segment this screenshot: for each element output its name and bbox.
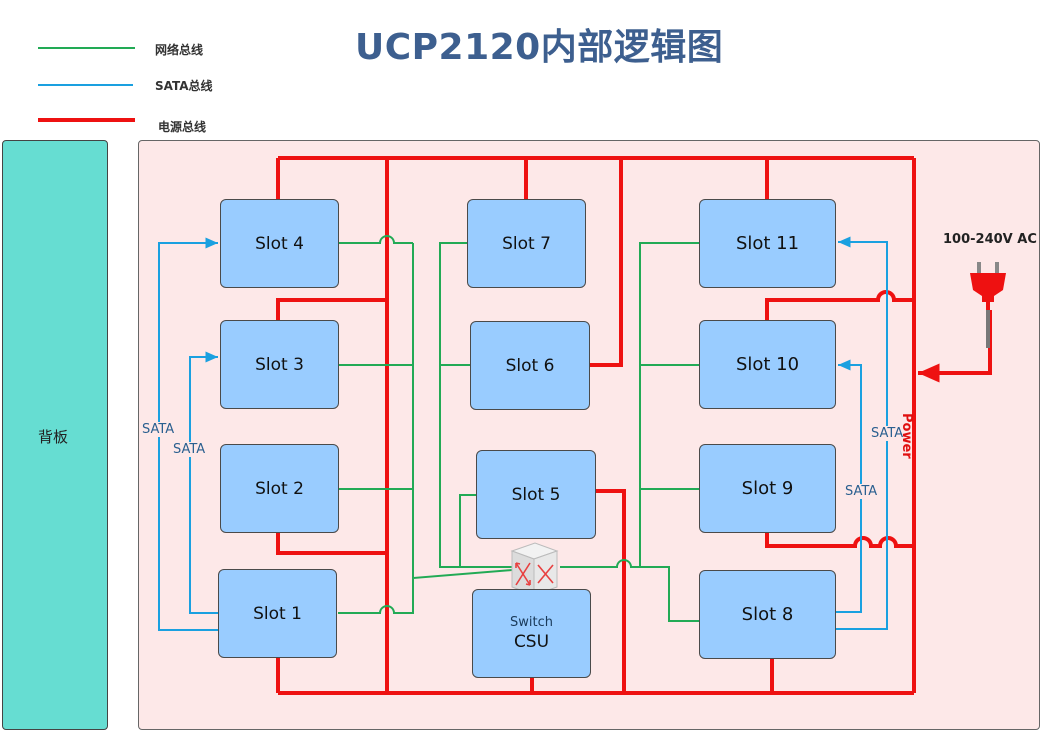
slot-1: Slot 1 bbox=[218, 569, 337, 658]
legend-power-label: 电源总线 bbox=[158, 120, 207, 134]
net-slot5 bbox=[459, 494, 476, 567]
backplane bbox=[2, 140, 108, 730]
net-slot8 bbox=[640, 566, 699, 622]
power-bus bbox=[276, 156, 992, 695]
power-slot3 bbox=[276, 298, 387, 320]
slot-3: Slot 3 bbox=[220, 320, 339, 409]
power-slot2 bbox=[276, 532, 387, 555]
slot-11: Slot 11 bbox=[699, 199, 836, 288]
sata-label-left-inner: SATA bbox=[172, 442, 207, 457]
legend-lines bbox=[38, 47, 135, 122]
sata-label-left-outer: SATA bbox=[141, 422, 176, 437]
slot-5: Slot 5 bbox=[476, 450, 596, 539]
net-right-trunk bbox=[560, 242, 699, 568]
power-label: Power bbox=[899, 413, 914, 459]
csu-name: CSU bbox=[513, 632, 550, 652]
slot-9: Slot 9 bbox=[699, 444, 836, 533]
legend-network-label: 网络总线 bbox=[155, 43, 204, 57]
net-slot7 bbox=[439, 242, 512, 568]
switch-icon bbox=[510, 542, 559, 596]
csu-module: Switch CSU bbox=[472, 589, 591, 678]
power-input bbox=[918, 310, 992, 383]
legend-sata-label: SATA总线 bbox=[155, 79, 213, 93]
power-slot10 bbox=[765, 290, 914, 320]
backplane-label: 背板 bbox=[38, 428, 69, 446]
power-slot5 bbox=[596, 489, 626, 693]
power-slot6 bbox=[590, 158, 623, 367]
csu-switch-label: Switch bbox=[510, 615, 553, 630]
power-slot9 bbox=[765, 532, 914, 548]
slot-6: Slot 6 bbox=[470, 321, 590, 410]
slot-4: Slot 4 bbox=[220, 199, 339, 288]
net-slot1 bbox=[338, 569, 513, 614]
net-slot4 bbox=[338, 235, 413, 244]
power-plug-icon bbox=[970, 262, 1006, 348]
diagram-title: UCP2120内部逻辑图 bbox=[355, 27, 724, 68]
network-bus bbox=[338, 235, 699, 622]
ac-input-label: 100-240V AC bbox=[943, 232, 1037, 247]
slot-7: Slot 7 bbox=[467, 199, 586, 288]
slot-8: Slot 8 bbox=[699, 570, 836, 659]
slot-10: Slot 10 bbox=[699, 320, 836, 409]
sata-slot1-to-slot3 bbox=[189, 351, 218, 614]
sata-label-right-inner: SATA bbox=[844, 484, 879, 499]
sata-label-right-outer: SATA bbox=[870, 426, 905, 441]
slot-2: Slot 2 bbox=[220, 444, 339, 533]
